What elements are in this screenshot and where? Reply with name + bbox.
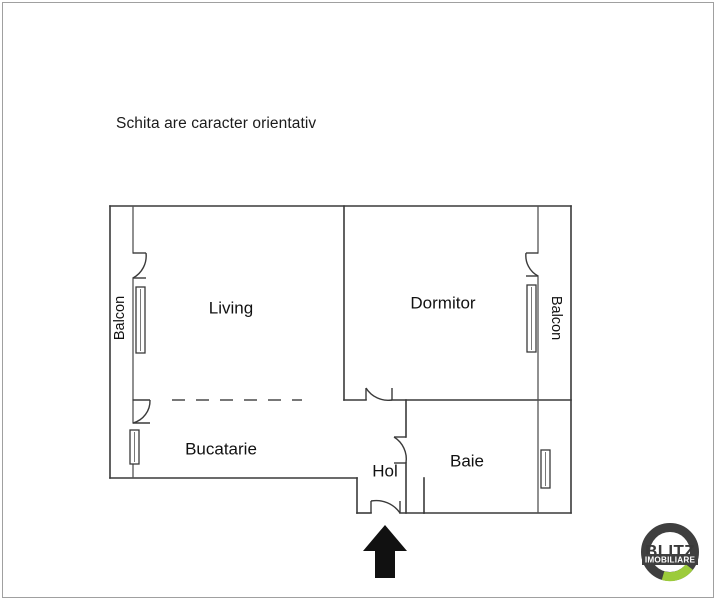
- room-label-living: Living: [209, 298, 253, 317]
- door-arc-bucatarie-balcon: [132, 399, 151, 424]
- room-label-dormitor: Dormitor: [410, 293, 476, 312]
- logo-accent-arc: [661, 564, 693, 582]
- brand-logo: BLITZ IMOBILIARE: [633, 521, 707, 583]
- brand-logo-svg: BLITZ IMOBILIARE: [641, 523, 699, 582]
- door-jamb-group: [133, 252, 538, 513]
- logo-band: [642, 554, 698, 565]
- plan-caption: Schita are caracter orientativ: [116, 115, 317, 132]
- door-arc-dormitor: [365, 387, 393, 401]
- logo-brand-secondary: IMOBILIARE: [645, 555, 696, 564]
- door-arc-baie: [393, 436, 407, 464]
- door-arc-balcon-left: [132, 252, 147, 279]
- room-label-baie: Baie: [450, 451, 484, 470]
- window-mullion-group: [134, 287, 546, 486]
- entrance-arrow-icon: [363, 525, 407, 578]
- door-arc-group: [132, 252, 539, 514]
- room-label-hol: Hol: [372, 461, 398, 480]
- balcony-label-right: Balcon: [548, 296, 564, 340]
- door-arc-balcon-right: [525, 252, 539, 277]
- door-arc-entrance: [370, 499, 401, 514]
- wall-group: [109, 205, 572, 514]
- balcony-label-left: Balcon: [112, 296, 128, 340]
- room-label-bucatarie: Bucatarie: [185, 439, 257, 458]
